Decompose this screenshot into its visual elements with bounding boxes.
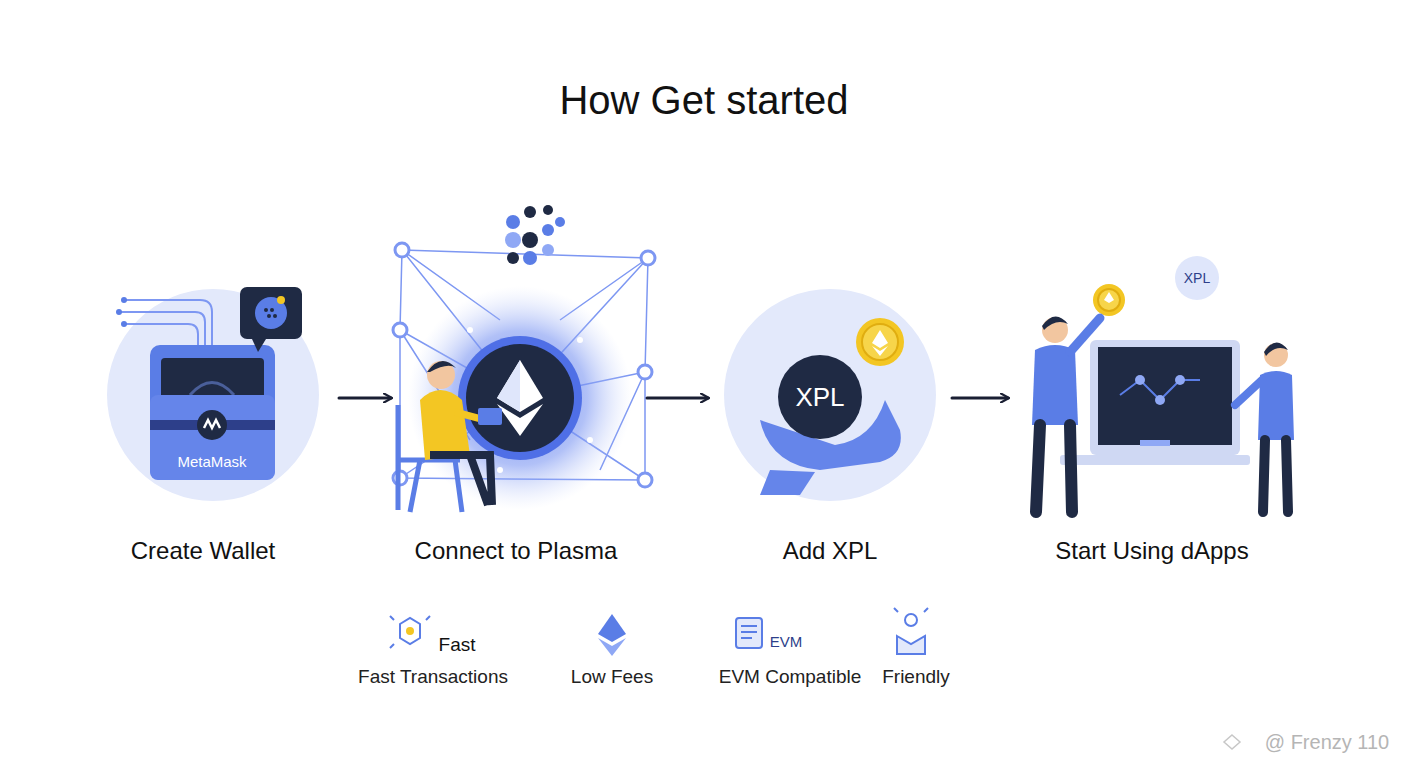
- icon-label: EVM: [770, 633, 803, 650]
- token-badge: XPL: [1184, 270, 1210, 286]
- watermark: @ Frenzy 110: [1265, 731, 1389, 754]
- diagram-title: How Get started: [0, 78, 1408, 123]
- feature-label: Low Fees: [571, 666, 653, 688]
- feature-label: EVM Compatible: [719, 666, 862, 688]
- step-panel: MetaMaskCreate Wallet: [85, 250, 335, 575]
- feature-label: Fast Transactions: [358, 666, 508, 688]
- icon-label: Fast: [439, 634, 476, 656]
- step-panel: Connect to Plasma: [395, 250, 643, 575]
- step-panel: XPL Start Using dApps: [1012, 250, 1302, 575]
- step-caption: Connect to Plasma: [415, 537, 618, 565]
- step-caption: Start Using dApps: [1055, 537, 1248, 565]
- step-panel: XPL Add XPL: [712, 250, 948, 575]
- flow-arrow: [647, 397, 708, 400]
- wallet-brand: MetaMask: [177, 453, 246, 470]
- token-symbol: XPL: [795, 382, 844, 413]
- step-caption: Create Wallet: [131, 537, 276, 565]
- flow-arrow: [952, 397, 1008, 400]
- step-caption: Add XPL: [783, 537, 878, 565]
- flow-arrow: [339, 397, 391, 400]
- feature-label: Friendly: [882, 666, 950, 688]
